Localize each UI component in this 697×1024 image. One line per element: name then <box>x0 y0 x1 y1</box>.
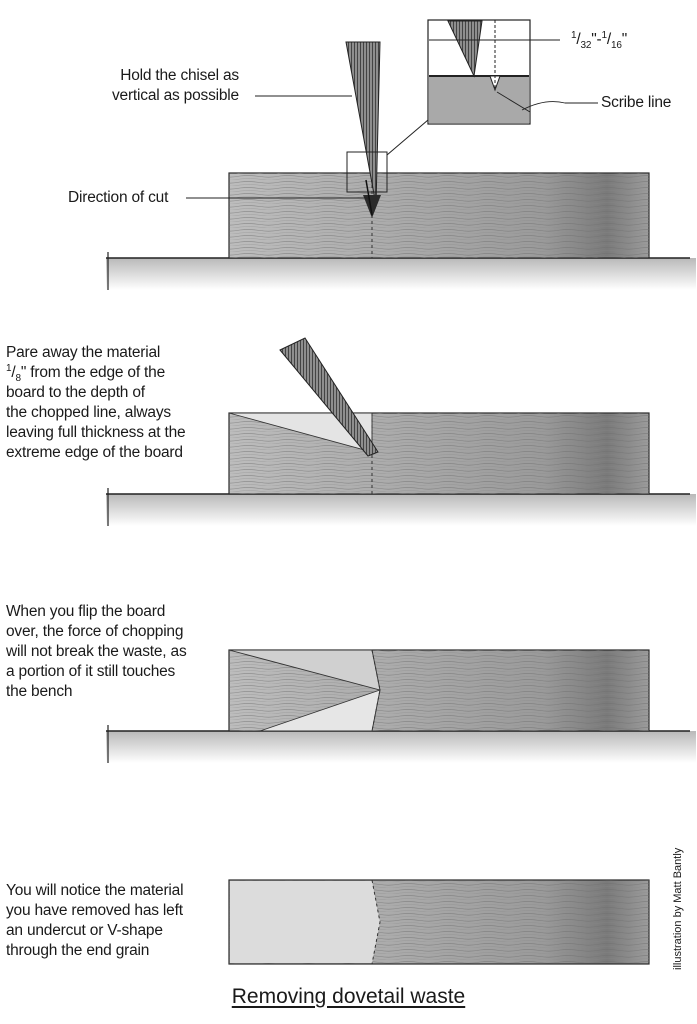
board <box>228 172 650 259</box>
panel-2 <box>106 337 696 526</box>
panel-4-text: You will notice the material you have re… <box>6 881 184 961</box>
label-direction-of-cut: Direction of cut <box>68 189 169 206</box>
text-line: over, the force of chopping <box>6 623 184 640</box>
label-scribe-line: Scribe line <box>601 94 672 111</box>
text-line: the bench <box>6 683 73 700</box>
panel-2-text: Pare away the material 1/8" from the edg… <box>6 343 186 463</box>
leader-scribe <box>521 101 598 111</box>
text-line: the chopped line, always <box>6 404 171 421</box>
board <box>228 879 650 965</box>
panel-3-text: When you flip the board over, the force … <box>6 602 187 702</box>
text-line: a portion of it still touches <box>6 663 176 680</box>
label-hold-chisel: Hold the chisel as vertical as possible <box>112 66 239 106</box>
text-line: through the end grain <box>6 942 150 959</box>
panel-1 <box>106 19 696 290</box>
caption-text: Removing dovetail waste <box>231 985 466 1008</box>
label-line: Hold the chisel as <box>120 67 239 84</box>
panel-4 <box>228 879 650 965</box>
panel-3 <box>106 649 696 763</box>
text-line: When you flip the board <box>6 603 166 620</box>
text-line: you have removed has left <box>6 902 183 919</box>
zoom-inset <box>427 19 560 125</box>
label-measurement: 1/32"-1/16" <box>571 29 628 52</box>
text-line: 1/8" from the edge of the <box>6 362 165 385</box>
label-line: vertical as possible <box>112 87 239 104</box>
text-line: board to the depth of <box>6 384 145 401</box>
chisel <box>345 41 381 218</box>
board <box>228 412 650 495</box>
zoom-connector <box>386 119 429 156</box>
bench <box>106 725 696 763</box>
chisel <box>279 337 379 457</box>
figure-caption: Removing dovetail waste <box>0 985 697 1009</box>
text-line: You will notice the material <box>6 882 184 899</box>
text-line: extreme edge of the board <box>6 444 183 461</box>
text-line: leaving full thickness at the <box>6 424 186 441</box>
illustration-credit: illustration by Matt Bantly <box>672 847 684 970</box>
text-line: Pare away the material <box>6 344 161 361</box>
zoom-box <box>346 151 388 193</box>
bench <box>106 252 696 290</box>
text-line: will not break the waste, as <box>6 643 187 660</box>
board <box>228 649 650 732</box>
text-line: an undercut or V-shape <box>6 922 163 939</box>
